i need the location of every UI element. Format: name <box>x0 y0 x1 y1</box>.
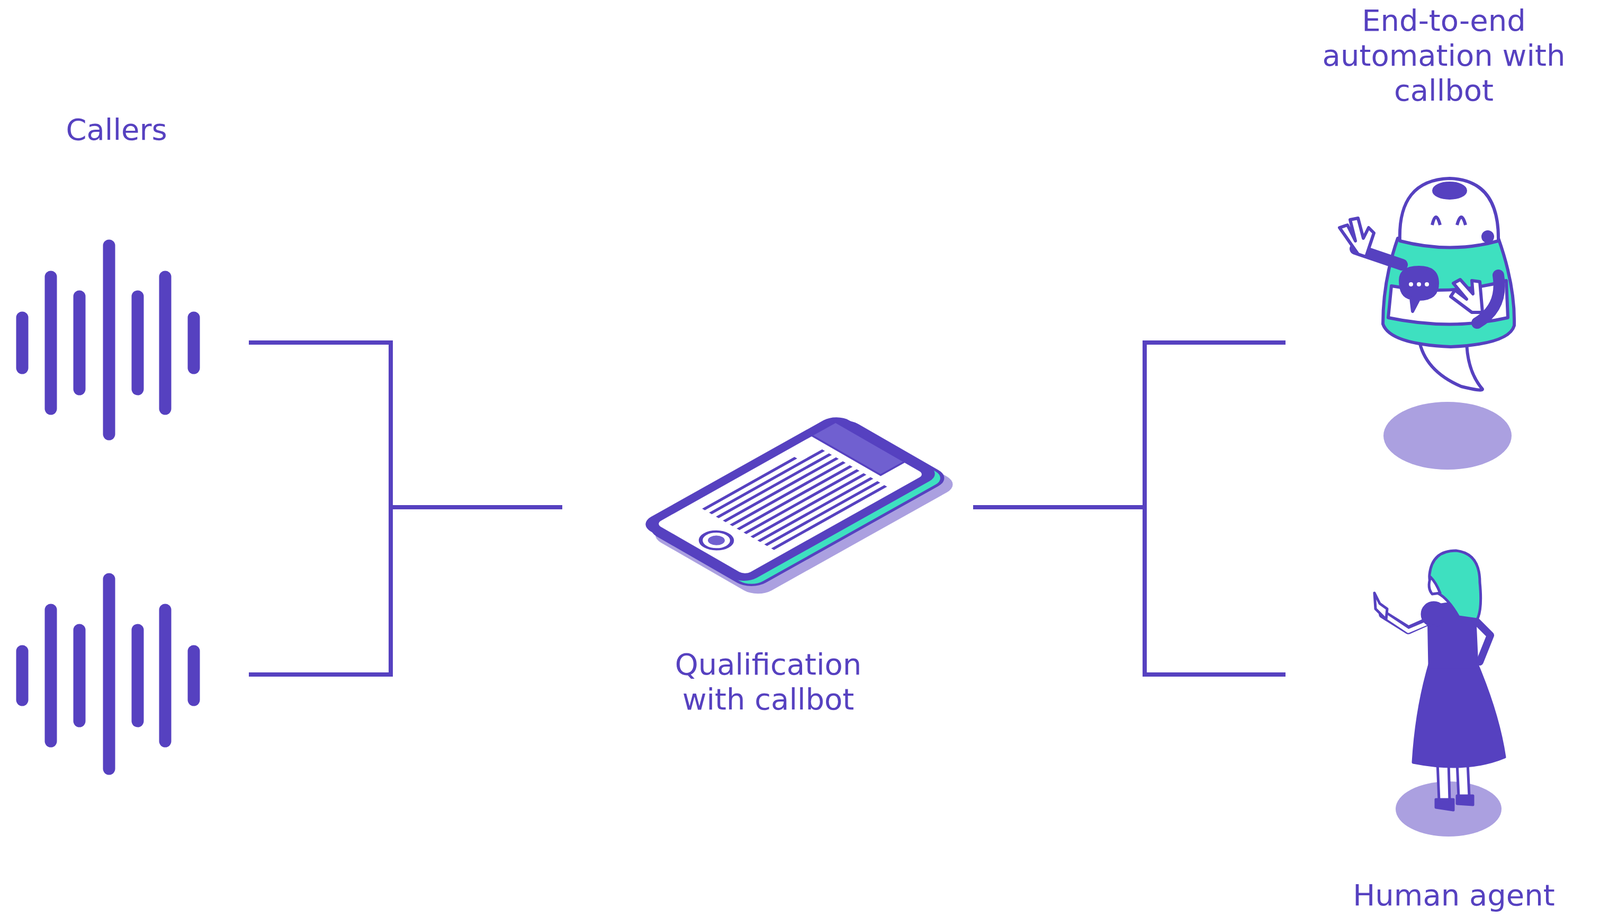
node-label: Callers <box>10 112 223 148</box>
phone-header <box>811 421 905 475</box>
connector <box>973 342 1286 508</box>
agent-shoe <box>1435 795 1473 811</box>
agent-outcome: Human agent <box>1285 540 1596 917</box>
screen-lines <box>703 446 886 550</box>
phone-body <box>637 412 943 586</box>
waveform-icon <box>22 579 194 769</box>
robot-bubble <box>1400 267 1438 312</box>
screen-line <box>703 457 796 510</box>
bubble-dot <box>1416 282 1422 287</box>
node-label: End-to-end automation with callbot <box>1316 3 1571 109</box>
robot-shadow <box>1383 401 1512 470</box>
phone-edge <box>645 417 950 590</box>
waveform-icon <box>22 245 194 435</box>
robot-body <box>1382 238 1515 347</box>
screen-line <box>772 486 886 550</box>
node-label: Human agent <box>1326 877 1581 913</box>
phone-button-dot <box>704 533 728 548</box>
qualification-step: Qualification with callbot <box>562 391 974 742</box>
agent-face <box>1428 577 1441 595</box>
robot-eye <box>1432 217 1466 226</box>
robot-hand <box>1339 218 1374 257</box>
connector <box>973 507 1286 675</box>
bubble-dot <box>1424 282 1429 287</box>
callbot-outcome: End-to-end automation with callbot <box>1285 4 1596 477</box>
screen-line <box>758 478 873 542</box>
phone-screen <box>653 421 928 577</box>
robot-antenna <box>1433 183 1466 199</box>
screen-line <box>765 481 879 546</box>
agent-sleeve <box>1422 602 1446 626</box>
agent-arm <box>1474 619 1491 662</box>
bracket-arm <box>248 507 391 675</box>
phone-button <box>694 527 739 553</box>
phone-illustration <box>633 412 961 599</box>
agent-hand <box>1374 592 1388 620</box>
agent-skirt <box>1413 664 1505 767</box>
robot-head <box>1399 178 1499 248</box>
node-label: Qualification with callbot <box>641 646 896 717</box>
robot-illustration <box>1339 178 1515 470</box>
robot-ear <box>1482 231 1493 242</box>
bubble-dot <box>1408 282 1414 287</box>
connector <box>248 342 563 508</box>
phone-shadow <box>646 420 961 599</box>
agent-illustration <box>1374 550 1505 837</box>
robot-hand <box>1450 279 1483 313</box>
agent-hair <box>1429 550 1481 620</box>
caller-group: Callers <box>10 105 249 773</box>
